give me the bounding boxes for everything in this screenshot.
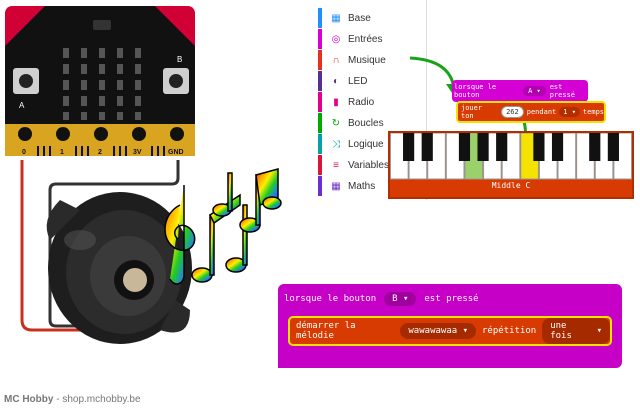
url-label: shop.mchobby.be [62,394,141,405]
button-a-dropdown[interactable]: A ▾ [523,86,546,96]
piano-black-key[interactable] [458,133,471,161]
toolbox-item-label: Entrées [348,33,383,45]
calculator-icon: ▦ [331,180,341,192]
toolbox-item-label: Musique [348,54,386,66]
piano-black-key[interactable] [607,133,619,161]
duration-label: pendant [526,108,557,116]
piano-black-key[interactable] [589,133,601,161]
toggle-icon: ◐ [332,75,340,87]
piano-black-key[interactable] [533,133,545,161]
pin-3v-label: 3V [133,149,142,156]
play-tone-block[interactable]: jouer ton 262 pendant 1 ▾ temps [456,101,606,123]
piano-note-label: Middle C [491,181,531,190]
piano-black-key[interactable] [477,133,489,161]
music-notes-icon [164,168,282,285]
toolbox-item-radio[interactable]: ▮ Radio [318,92,426,112]
piezo-speaker [46,192,192,344]
toolbox-item-label: Logique [348,138,384,150]
piano-keyboard[interactable]: Middle C [388,131,634,199]
toolbox-item-label: Variables [348,159,389,171]
pin-1-label: 1 [60,149,64,156]
list-icon: ≡ [333,159,339,171]
pin-0-label: 0 [22,149,26,156]
toolbox-item-variables[interactable]: ≡ Variables [318,155,426,175]
repeat-dropdown[interactable]: une fois ▾ [542,318,610,344]
headphones-icon: ∩ [332,54,340,66]
duration-dropdown[interactable]: 1 ▾ [559,107,580,117]
toolbox-item-label: LED [348,75,368,87]
piano-black-key[interactable] [421,133,433,161]
toolbox-item-musique[interactable]: ∩ Musique [318,50,426,70]
play-tone-label: jouer ton [461,104,483,120]
event-label: lorsque le bouton [454,83,497,99]
microbit-board: A B 0 1 2 3V GND [5,6,195,156]
target-icon: ◎ [331,33,341,45]
toolbox-item-boucles[interactable]: ↻ Boucles [318,113,426,133]
toolbox-item-led[interactable]: ◐ LED [318,71,426,91]
event-block-button-a[interactable]: lorsque le bouton A ▾ est pressé [452,80,588,102]
melody-dropdown[interactable]: wawawawaa ▾ [400,323,477,339]
event-label: lorsque le bouton [284,294,377,304]
beats-label: temps [582,108,604,116]
event-suffix-label: est pressé [424,294,479,304]
start-melody-label: démarrer la mélodie [296,321,356,341]
toolbox-item-maths[interactable]: ▦ Maths [318,176,426,196]
brand-label: MC Hobby [4,394,54,405]
toolbox-item-base[interactable]: ▦ Base [318,8,426,28]
toolbox-item-label: Boucles [348,117,384,129]
event-suffix-label: est pressé [549,83,576,99]
button-b-dropdown[interactable]: B ▾ [384,292,417,306]
piano-black-key[interactable] [403,133,415,161]
grid-icon: ▦ [331,12,341,24]
loop-icon: ↻ [331,117,341,129]
pin-2-label: 2 [98,149,102,156]
toolbox-item-label: Base [348,12,371,24]
piano-black-key[interactable] [496,133,508,161]
piano-black-key[interactable] [551,133,564,161]
piano-keys[interactable] [390,132,632,197]
button-a-label: A [19,101,25,110]
footer-credit: MC Hobby - shop.mchobby.be [4,394,141,405]
repeat-label: répétition [482,326,537,336]
start-melody-block[interactable]: démarrer la mélodie wawawawaa ▾ répétiti… [288,316,612,346]
toolbox-item-label: Radio [348,96,375,108]
toolbox-item-entrees[interactable]: ◎ Entrées [318,29,426,49]
pin-gnd-label: GND [168,149,184,156]
button-b-label: B [177,55,182,64]
tone-value-input[interactable]: 262 [501,106,524,118]
signal-icon: ▮ [333,96,339,108]
toolbox-item-logique[interactable]: ⤨ Logique [318,134,426,154]
shuffle-icon: ⤨ [332,138,340,150]
toolbox-item-label: Maths [348,180,376,192]
